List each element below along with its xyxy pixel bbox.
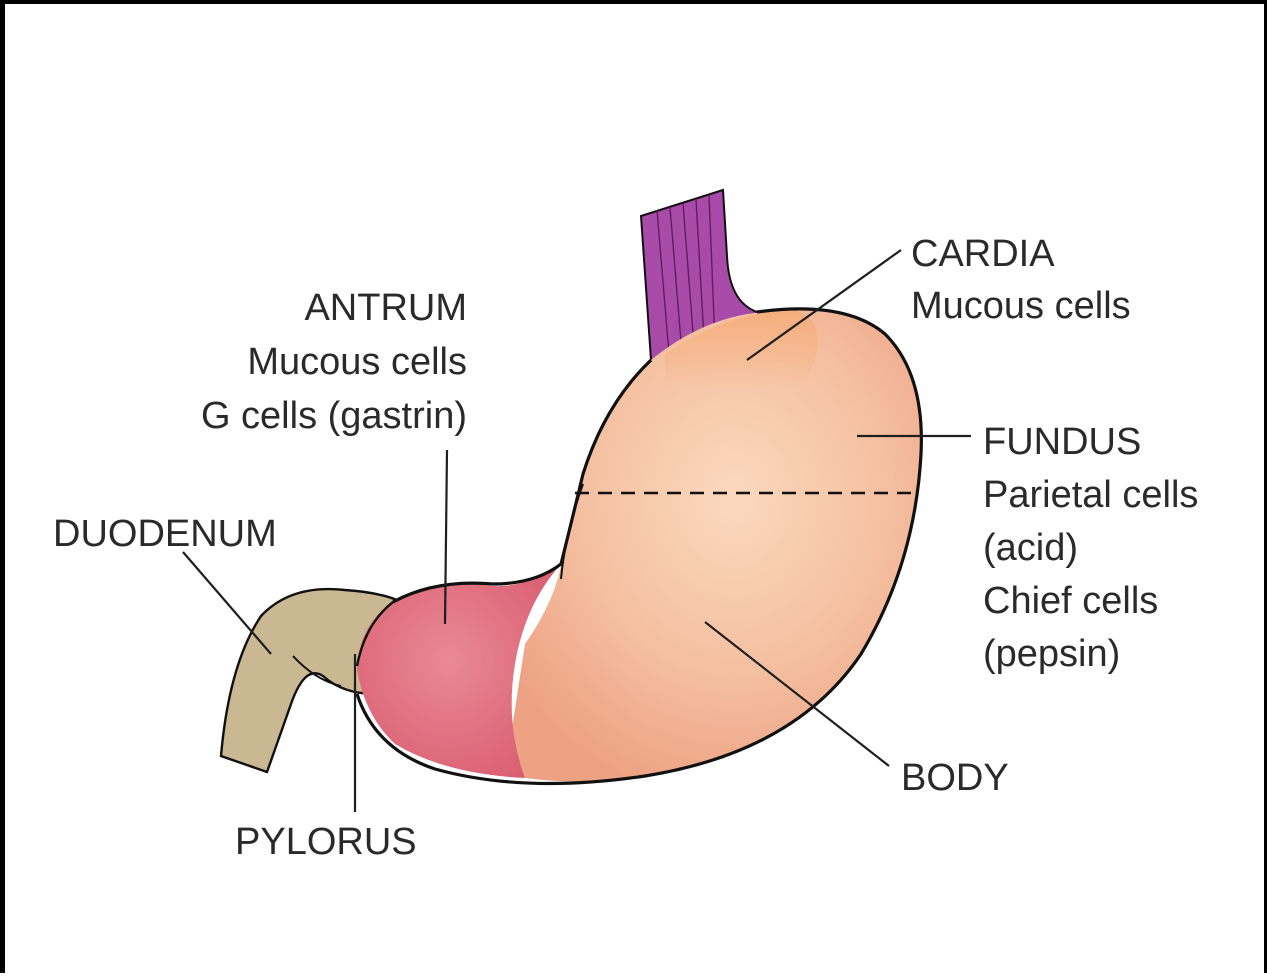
- svg-text:Chief cells: Chief cells: [983, 580, 1158, 622]
- svg-text:FUNDUS: FUNDUS: [983, 421, 1141, 463]
- svg-text:CARDIA: CARDIA: [911, 233, 1055, 275]
- svg-text:(acid): (acid): [983, 527, 1078, 569]
- label-pylorus: PYLORUS: [235, 821, 417, 863]
- svg-text:Mucous cells: Mucous cells: [911, 285, 1131, 327]
- label-antrum: ANTRUM Mucous cells G cells (gastrin): [201, 287, 467, 437]
- label-cardia: CARDIA Mucous cells: [911, 233, 1131, 327]
- label-duodenum: DUODENUM: [53, 513, 277, 555]
- svg-text:Parietal cells: Parietal cells: [983, 474, 1198, 516]
- svg-text:Mucous cells: Mucous cells: [247, 341, 467, 383]
- svg-text:G cells (gastrin): G cells (gastrin): [201, 395, 467, 437]
- leader-duodenum: [183, 552, 271, 654]
- svg-text:ANTRUM: ANTRUM: [304, 287, 467, 329]
- stomach-diagram: CARDIA Mucous cells ANTRUM Mucous cells …: [5, 4, 1267, 977]
- svg-text:(pepsin): (pepsin): [983, 633, 1120, 675]
- label-body: BODY: [901, 757, 1009, 799]
- label-fundus: FUNDUS Parietal cells (acid) Chief cells…: [983, 421, 1198, 675]
